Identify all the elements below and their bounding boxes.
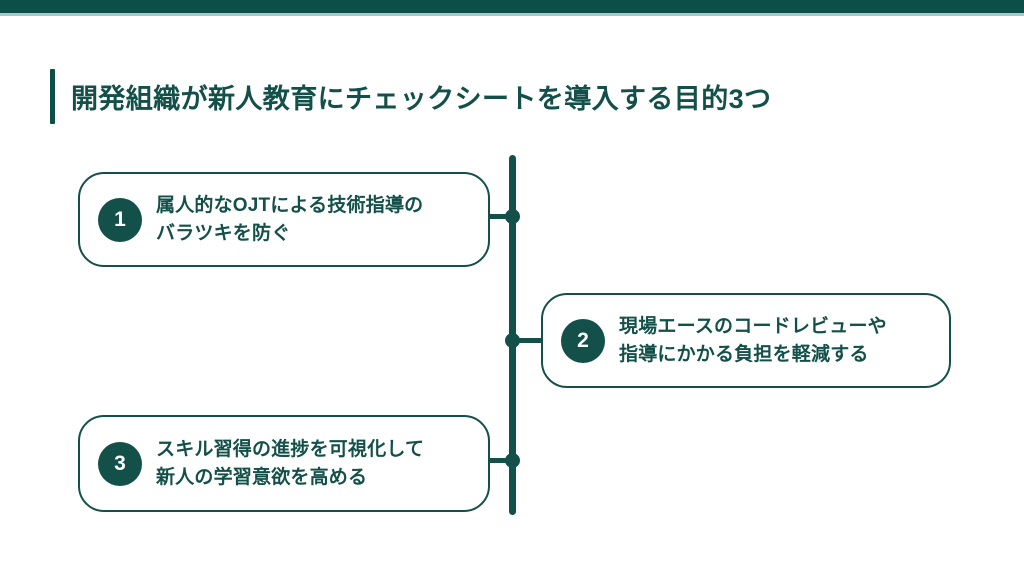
page-title: 開発組織が新人教育にチェックシートを導入する目的3つ: [50, 68, 771, 124]
top-decorative-bar: [0, 0, 1024, 13]
point-card-1[interactable]: 1 属人的なOJTによる技術指導の バラツキを防ぐ: [78, 172, 490, 267]
point-text-1: 属人的なOJTによる技術指導の バラツキを防ぐ: [156, 192, 423, 248]
timeline-connector-3: [488, 458, 513, 463]
point-text-2-line-2: 指導にかかる負担を軽減する: [619, 343, 869, 365]
point-number-badge-1: 1: [98, 197, 142, 242]
point-text-3-line-2: 新人の学習意欲を高める: [156, 466, 368, 488]
point-text-3-line-1: スキル習得の進捗を可視化して: [156, 438, 425, 460]
point-text-2-line-1: 現場エースのコードレビューや: [619, 315, 887, 337]
point-card-3[interactable]: 3 スキル習得の進捗を可視化して 新人の学習意欲を高める: [78, 415, 490, 512]
point-text-1-line-1: 属人的なOJTによる技術指導の: [156, 194, 424, 216]
top-accent-line: [0, 13, 1024, 16]
page-title-text: 開発組織が新人教育にチェックシートを導入する目的3つ: [71, 83, 772, 114]
point-text-2: 現場エースのコードレビューや 指導にかかる負担を軽減する: [619, 313, 887, 369]
point-number-badge-2: 2: [561, 318, 605, 363]
point-number-badge-3: 3: [98, 441, 142, 486]
timeline-connector-1: [488, 214, 513, 219]
point-text-1-line-2: バラツキを防ぐ: [156, 222, 291, 244]
point-text-3: スキル習得の進捗を可視化して 新人の学習意欲を高める: [156, 436, 424, 492]
point-card-2[interactable]: 2 現場エースのコードレビューや 指導にかかる負担を軽減する: [541, 293, 951, 388]
title-accent-bar: [50, 68, 55, 124]
timeline-connector-2: [512, 338, 542, 343]
